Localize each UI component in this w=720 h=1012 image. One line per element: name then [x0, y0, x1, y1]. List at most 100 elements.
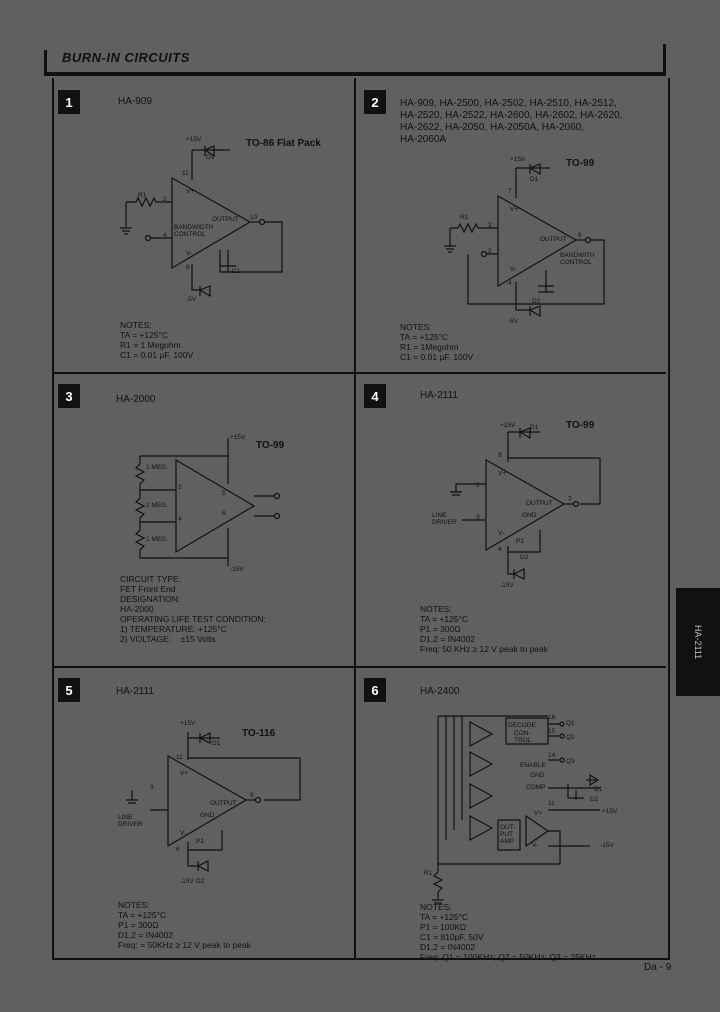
page-number: Da - 9	[644, 962, 672, 973]
label: 8	[498, 452, 502, 459]
label: D2	[532, 298, 541, 305]
label: V+	[186, 188, 195, 195]
label: V-	[180, 830, 187, 837]
section-3-part: HA-2000	[116, 394, 156, 405]
label: LINE DRIVER	[432, 512, 457, 526]
label: +15V	[186, 136, 202, 143]
label: 3	[150, 784, 154, 791]
label: +15V	[602, 808, 618, 815]
title-rule	[44, 72, 666, 76]
label: 2	[163, 196, 167, 203]
section-3-number: 3	[58, 384, 80, 408]
section-1-part: HA-909	[118, 96, 152, 107]
section-3-package: TO-99	[256, 440, 285, 451]
title-bar-right	[663, 44, 666, 76]
label: +15V	[500, 422, 516, 429]
label: V-	[498, 530, 505, 537]
label: D1	[212, 740, 221, 747]
label: V+	[534, 810, 543, 817]
section-5-notes: NOTES: TA = +125°C P1 = 300Ω D1,2 = IN40…	[118, 900, 251, 950]
section-4-part: HA-2111	[420, 390, 458, 401]
side-tab-label: HA-2111	[693, 624, 703, 660]
section-2-notes: NOTES: TA = +125°C R1 = 1Megohm C1 = 0.0…	[400, 322, 474, 362]
label: 6	[578, 232, 582, 239]
section-2-package: TO-99	[566, 158, 595, 169]
label: BANDWIDTH CONTROL	[174, 224, 214, 238]
label: GND	[522, 512, 537, 519]
label: GND	[200, 812, 215, 819]
label: C1	[232, 268, 241, 275]
section-4-package: TO-99	[566, 420, 595, 431]
section-4-notes: NOTES: TA = +125°C P1 = 300Ω D1,2 = IN40…	[420, 604, 548, 654]
label: 3	[476, 514, 480, 521]
label: 2	[488, 248, 492, 255]
label: 4	[508, 280, 512, 287]
label: CON- TROL	[514, 730, 532, 744]
side-tab	[676, 588, 720, 696]
section-1-package: TO-86 Flat Pack	[246, 138, 321, 149]
label: -15V	[180, 878, 194, 885]
label: 4	[178, 516, 182, 523]
label: D1	[530, 176, 539, 183]
label: D2	[590, 796, 599, 803]
section-6-number: 6	[364, 678, 386, 702]
label: 9	[250, 792, 254, 799]
label: COMP	[526, 784, 546, 791]
section-1-notes: NOTES: TA = +125°C R1 = 1 Megohm C1 = 0.…	[120, 320, 194, 360]
label: D1	[530, 424, 539, 431]
label: -15V	[230, 566, 244, 573]
label: R1	[424, 870, 433, 877]
label: 2	[476, 482, 480, 489]
section-1-number: 1	[58, 90, 80, 114]
label: 3	[178, 484, 182, 491]
label: OUTPUT	[212, 216, 239, 223]
label: -5V	[186, 296, 197, 303]
label: 10	[250, 214, 258, 221]
label: 1 MEG.	[146, 536, 169, 543]
label: V-	[532, 842, 539, 849]
section-6-notes: NOTES: TA = +125°C P1 = 100KΩ C1 = 810pF…	[420, 902, 596, 962]
page-title: BURN-IN CIRCUITS	[62, 50, 190, 65]
label: -15V	[600, 842, 614, 849]
label: +15V	[230, 434, 246, 441]
label: BANDWITH CONTROL	[560, 252, 595, 266]
label: OUTPUT	[210, 800, 237, 807]
grid-divider-row2	[52, 666, 666, 668]
label: V+	[498, 470, 507, 477]
label: V+	[180, 770, 189, 777]
label: GND	[530, 772, 545, 779]
label: 1 MEG.	[146, 502, 169, 509]
label: 14	[548, 752, 556, 759]
label: 16	[548, 714, 556, 721]
label: 6	[176, 846, 180, 853]
label: 6	[186, 264, 190, 271]
section-6-part: HA-2400	[420, 686, 460, 697]
label: LINE DRIVER	[118, 814, 143, 828]
label: +15V	[180, 720, 196, 727]
label: V-	[510, 266, 517, 273]
label: Q1	[566, 720, 575, 727]
section-2-part: HA-909, HA-2500, HA-2502, HA-2510, HA-25…	[400, 98, 623, 145]
label: Q3	[566, 758, 575, 765]
grid-divider-row1	[52, 372, 666, 374]
label: 4	[498, 546, 502, 553]
label: 1 MEG.	[146, 464, 169, 471]
label: 11	[548, 800, 555, 807]
label: OUT- PUT AMP	[500, 824, 516, 845]
label: 7	[508, 188, 512, 195]
grid-divider-column	[354, 78, 356, 960]
label: P1	[196, 838, 204, 845]
label: -15V	[500, 582, 514, 589]
label: V-	[186, 250, 193, 257]
label: -5V	[508, 318, 519, 325]
label: 7	[568, 496, 572, 503]
label: 6	[222, 510, 226, 517]
label: DECODE	[508, 722, 536, 729]
label: 3	[488, 222, 492, 229]
label: ENABLE	[520, 762, 546, 769]
label: D1	[594, 786, 603, 793]
